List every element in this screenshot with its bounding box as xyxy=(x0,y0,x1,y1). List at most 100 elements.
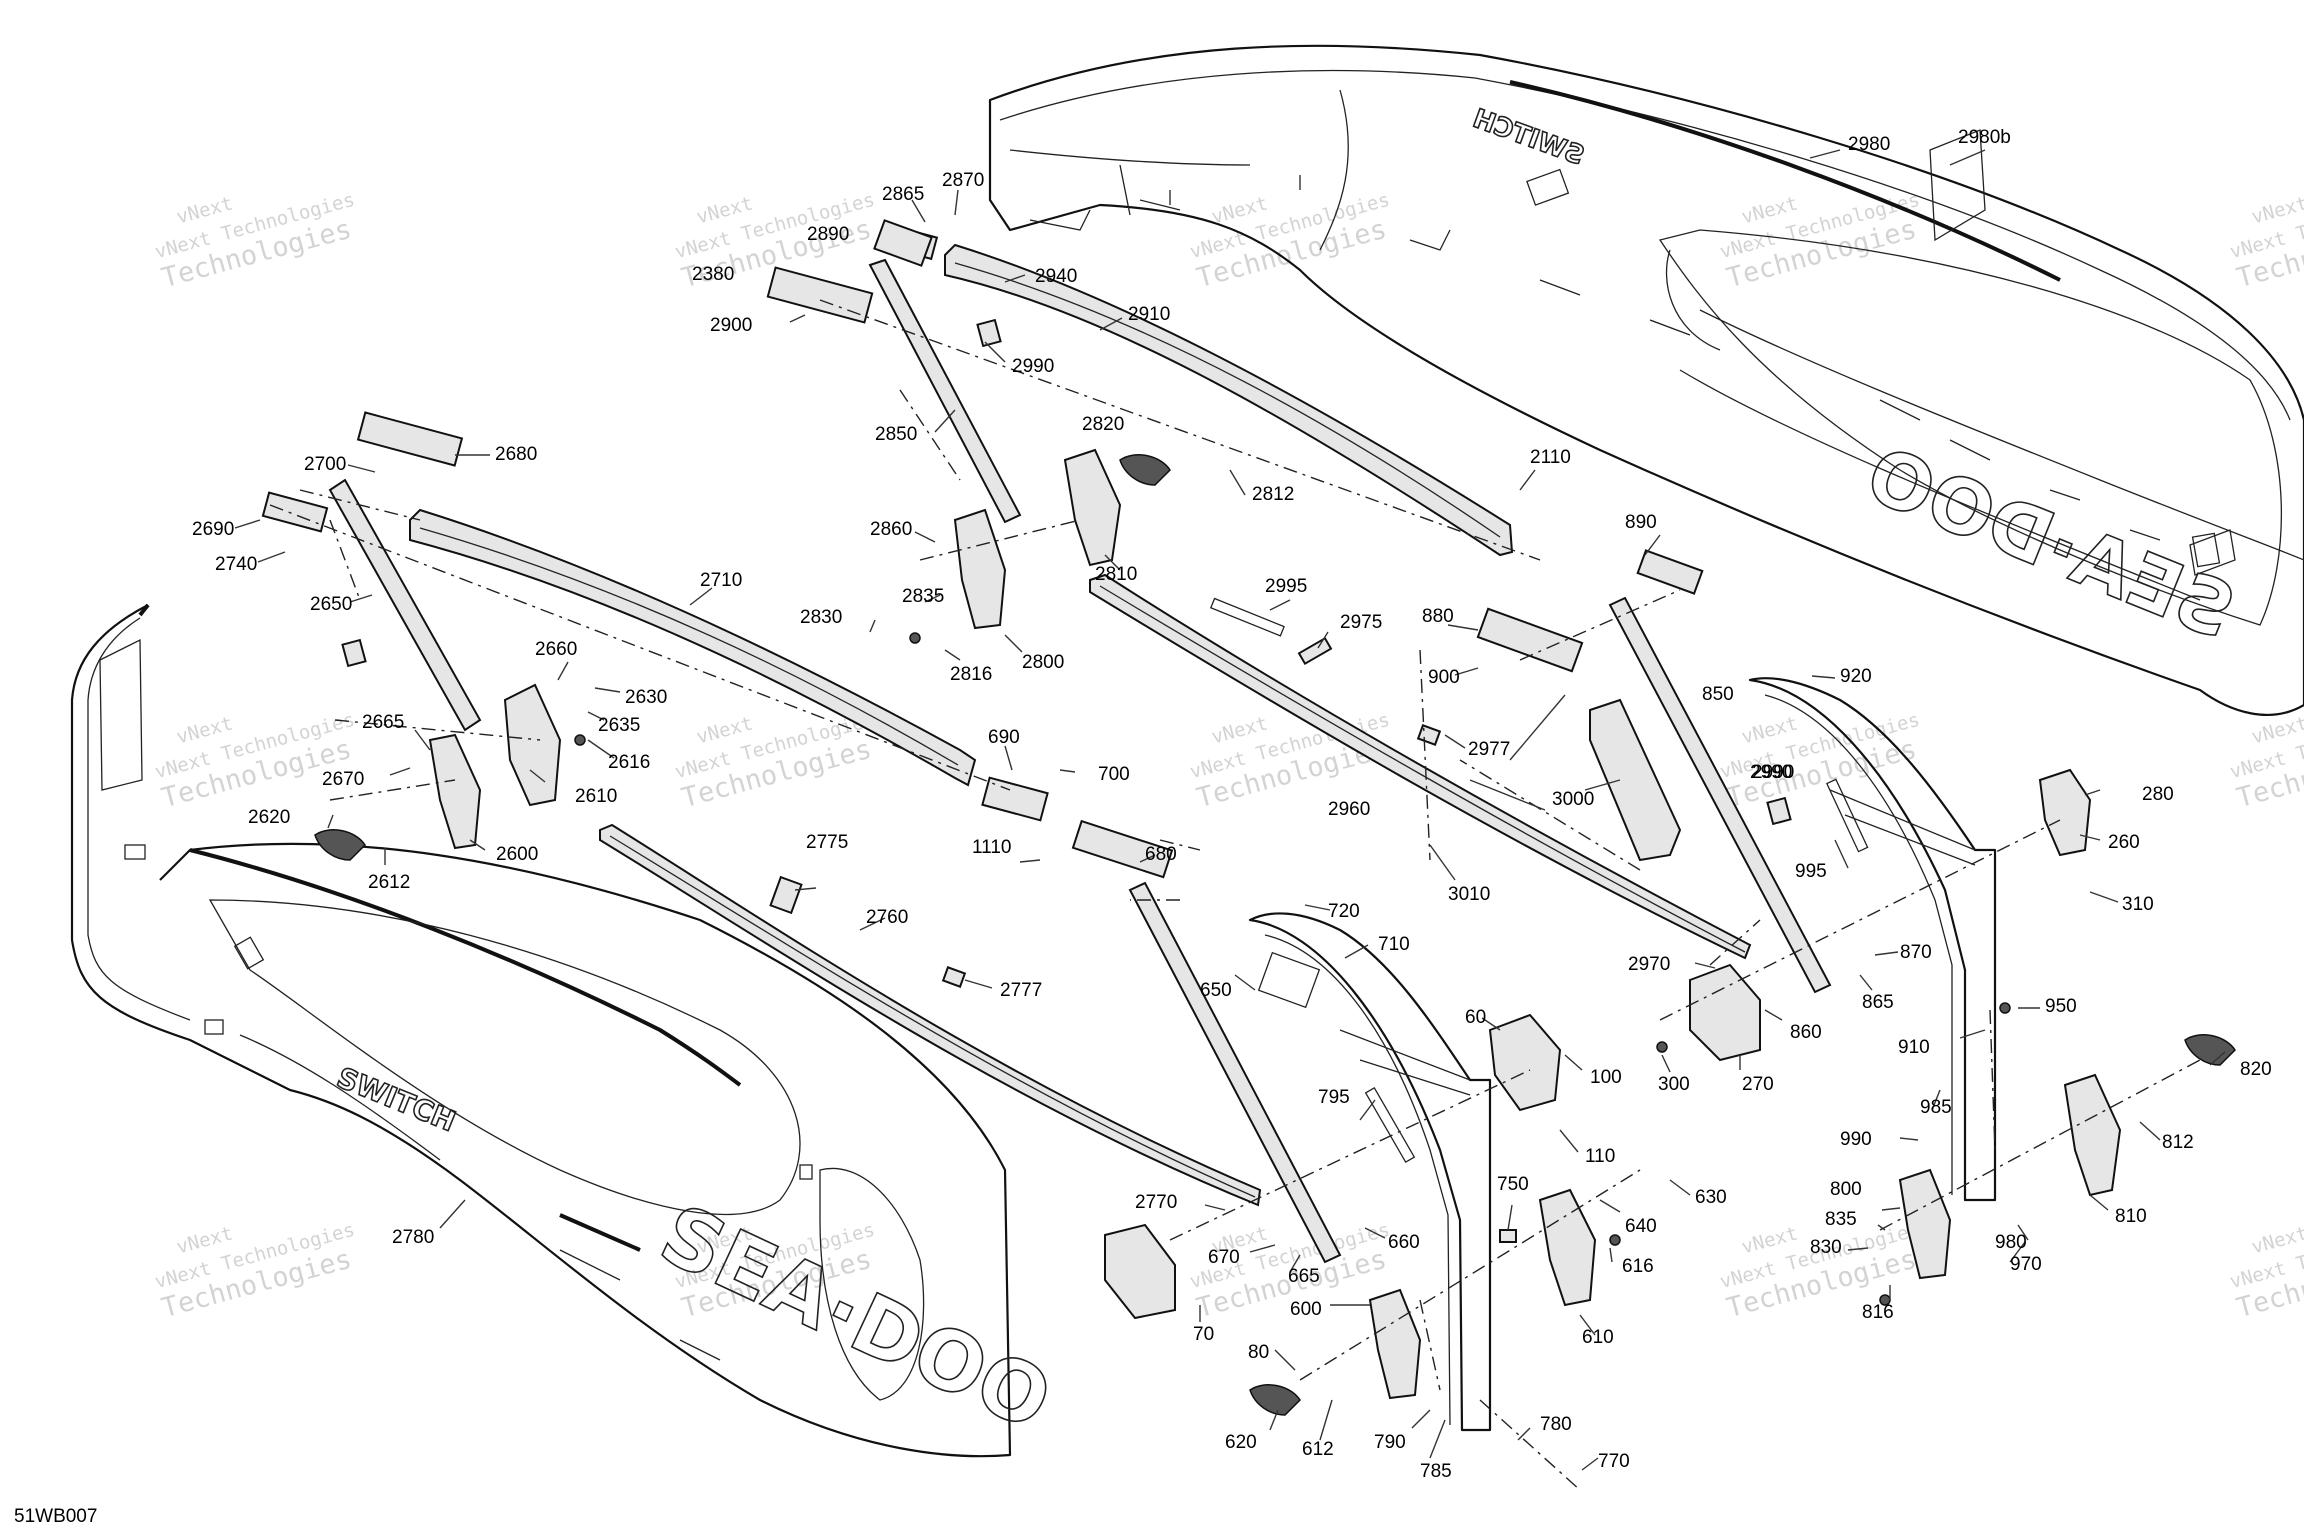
callout-label: 2610 xyxy=(575,786,617,807)
callout-label: 790 xyxy=(1374,1432,1406,1453)
watermark: vNext vNext Technologies Technologies xyxy=(152,709,357,814)
bracket-270 xyxy=(1689,963,1761,1062)
bracket-800 xyxy=(1898,1168,1952,1280)
handle-2865 xyxy=(873,219,933,267)
callout-label: 680 xyxy=(1145,844,1177,865)
model-badge: SWITCH xyxy=(1468,103,1589,172)
figure-code: 51WB007 xyxy=(14,1506,97,1527)
callout-label: 970 xyxy=(2010,1254,2042,1275)
latch-2820 xyxy=(1119,454,1171,486)
callout-label: 2960 xyxy=(1328,799,1370,820)
callout-label: 620 xyxy=(1225,1432,1257,1453)
callout-label: 2680 xyxy=(495,444,537,465)
handle-2380 xyxy=(766,266,874,324)
nut-950 xyxy=(1999,1002,2011,1014)
callout-label: 3010 xyxy=(1448,884,1490,905)
pad-2990b xyxy=(341,638,367,668)
callout-label: 2110 xyxy=(1530,447,1571,468)
leader-lines xyxy=(234,149,2226,1471)
callout-label: 690 xyxy=(988,727,1020,748)
bumper-750 xyxy=(1499,1229,1517,1243)
callout-label: 2660 xyxy=(535,639,577,660)
callout-label: 2865 xyxy=(882,184,924,205)
callout-label: 890 xyxy=(1625,512,1657,533)
watermarks: vNext vNext Technologies Technologies vN… xyxy=(152,189,2304,1324)
callout-label: 860 xyxy=(1790,1022,1822,1043)
callout-label: 2816 xyxy=(950,664,992,685)
callout-label: 280 xyxy=(2142,784,2174,805)
callout-label: 2910 xyxy=(1128,304,1170,325)
callout-label: 2940 xyxy=(1035,266,1077,287)
callout-label: 610 xyxy=(1582,1327,1614,1348)
callout-label: 2710 xyxy=(700,570,742,591)
callout-label: 880 xyxy=(1422,606,1454,627)
callout-label: 2635 xyxy=(598,715,640,736)
strut-2850 xyxy=(868,258,1022,524)
callout-label: 2670 xyxy=(322,769,364,790)
callout-label: 270 xyxy=(1742,1074,1774,1095)
callout-label: 2900 xyxy=(710,315,752,336)
watermark: vNext vNext Technologies Technologies xyxy=(2227,1219,2304,1324)
strip-995 xyxy=(1825,778,1869,853)
callout-label: 2650 xyxy=(310,594,352,615)
pad-2990a xyxy=(976,318,1002,348)
strip-2995 xyxy=(1209,597,1285,637)
handle-2680 xyxy=(356,411,464,467)
bracket-2810 xyxy=(1063,448,1122,567)
svg-text:SWITCH: SWITCH xyxy=(332,1061,460,1138)
cap-2977 xyxy=(1416,724,1442,746)
callout-label: 812 xyxy=(2162,1132,2194,1153)
strip-795 xyxy=(1364,1086,1416,1164)
callout-label: 2810 xyxy=(1095,564,1137,585)
callout-label: 2975 xyxy=(1340,612,1382,633)
model-badge: SWITCH xyxy=(332,1060,461,1139)
callout-label: 800 xyxy=(1830,1179,1862,1200)
callout-label: 2860 xyxy=(870,519,912,540)
callout-label: 612 xyxy=(1302,1439,1334,1460)
handle-2690 xyxy=(261,491,329,533)
callout-label: 310 xyxy=(2122,894,2154,915)
callout-label: 950 xyxy=(2045,996,2077,1017)
callout-label: 2775 xyxy=(806,832,848,853)
strut-2650 xyxy=(328,478,482,732)
clip-2975 xyxy=(1297,636,1333,666)
watermark: vNext vNext Technologies Technologies xyxy=(152,1219,357,1324)
nut-616 xyxy=(1609,1234,1621,1246)
callout-label: 2665 xyxy=(362,712,404,733)
callout-label: 2830 xyxy=(800,607,842,628)
callout-label: 2990 xyxy=(1752,762,1794,783)
callout-label: 990 xyxy=(1840,1129,1872,1150)
callout-label: 710 xyxy=(1378,934,1410,955)
callout-label: 2780 xyxy=(392,1227,434,1248)
callout-label: 816 xyxy=(1862,1302,1894,1323)
callout-label: 2835 xyxy=(902,586,944,607)
watermark: vNext vNext Technologies Technologies xyxy=(2227,709,2304,814)
watermark: vNext vNext Technologies Technologies xyxy=(1187,189,1392,294)
bracket-610 xyxy=(1538,1188,1597,1307)
callout-label: 1110 xyxy=(972,837,1011,858)
callout-label: 2977 xyxy=(1468,739,1510,760)
bracket-810 xyxy=(2063,1073,2122,1197)
bracket-2600 xyxy=(428,733,482,850)
callout-label: 2820 xyxy=(1082,414,1124,435)
callout-label: 2380 xyxy=(692,264,734,285)
bracket-600 xyxy=(1368,1288,1422,1400)
svg-text:SWITCH: SWITCH xyxy=(1469,104,1588,172)
callout-label: 2612 xyxy=(368,872,410,893)
svg-text:SEA·DOO: SEA·DOO xyxy=(1855,429,2247,656)
callout-label: 820 xyxy=(2240,1059,2272,1080)
callout-label: 2770 xyxy=(1135,1192,1177,1213)
latch-620 xyxy=(1249,1384,1301,1416)
callout-label: 700 xyxy=(1098,764,1130,785)
callout-label: 300 xyxy=(1658,1074,1690,1095)
callout-label: 80 xyxy=(1248,1342,1269,1363)
watermark: vNext vNext Technologies Technologies xyxy=(2227,189,2304,294)
callout-label: 670 xyxy=(1208,1247,1240,1268)
rail-2760 xyxy=(599,823,1262,1207)
callout-label: 660 xyxy=(1388,1232,1420,1253)
callout-label: 985 xyxy=(1920,1097,1952,1118)
handle-680 xyxy=(1071,819,1174,879)
callout-label: 865 xyxy=(1862,992,1894,1013)
part-690 xyxy=(981,776,1049,822)
